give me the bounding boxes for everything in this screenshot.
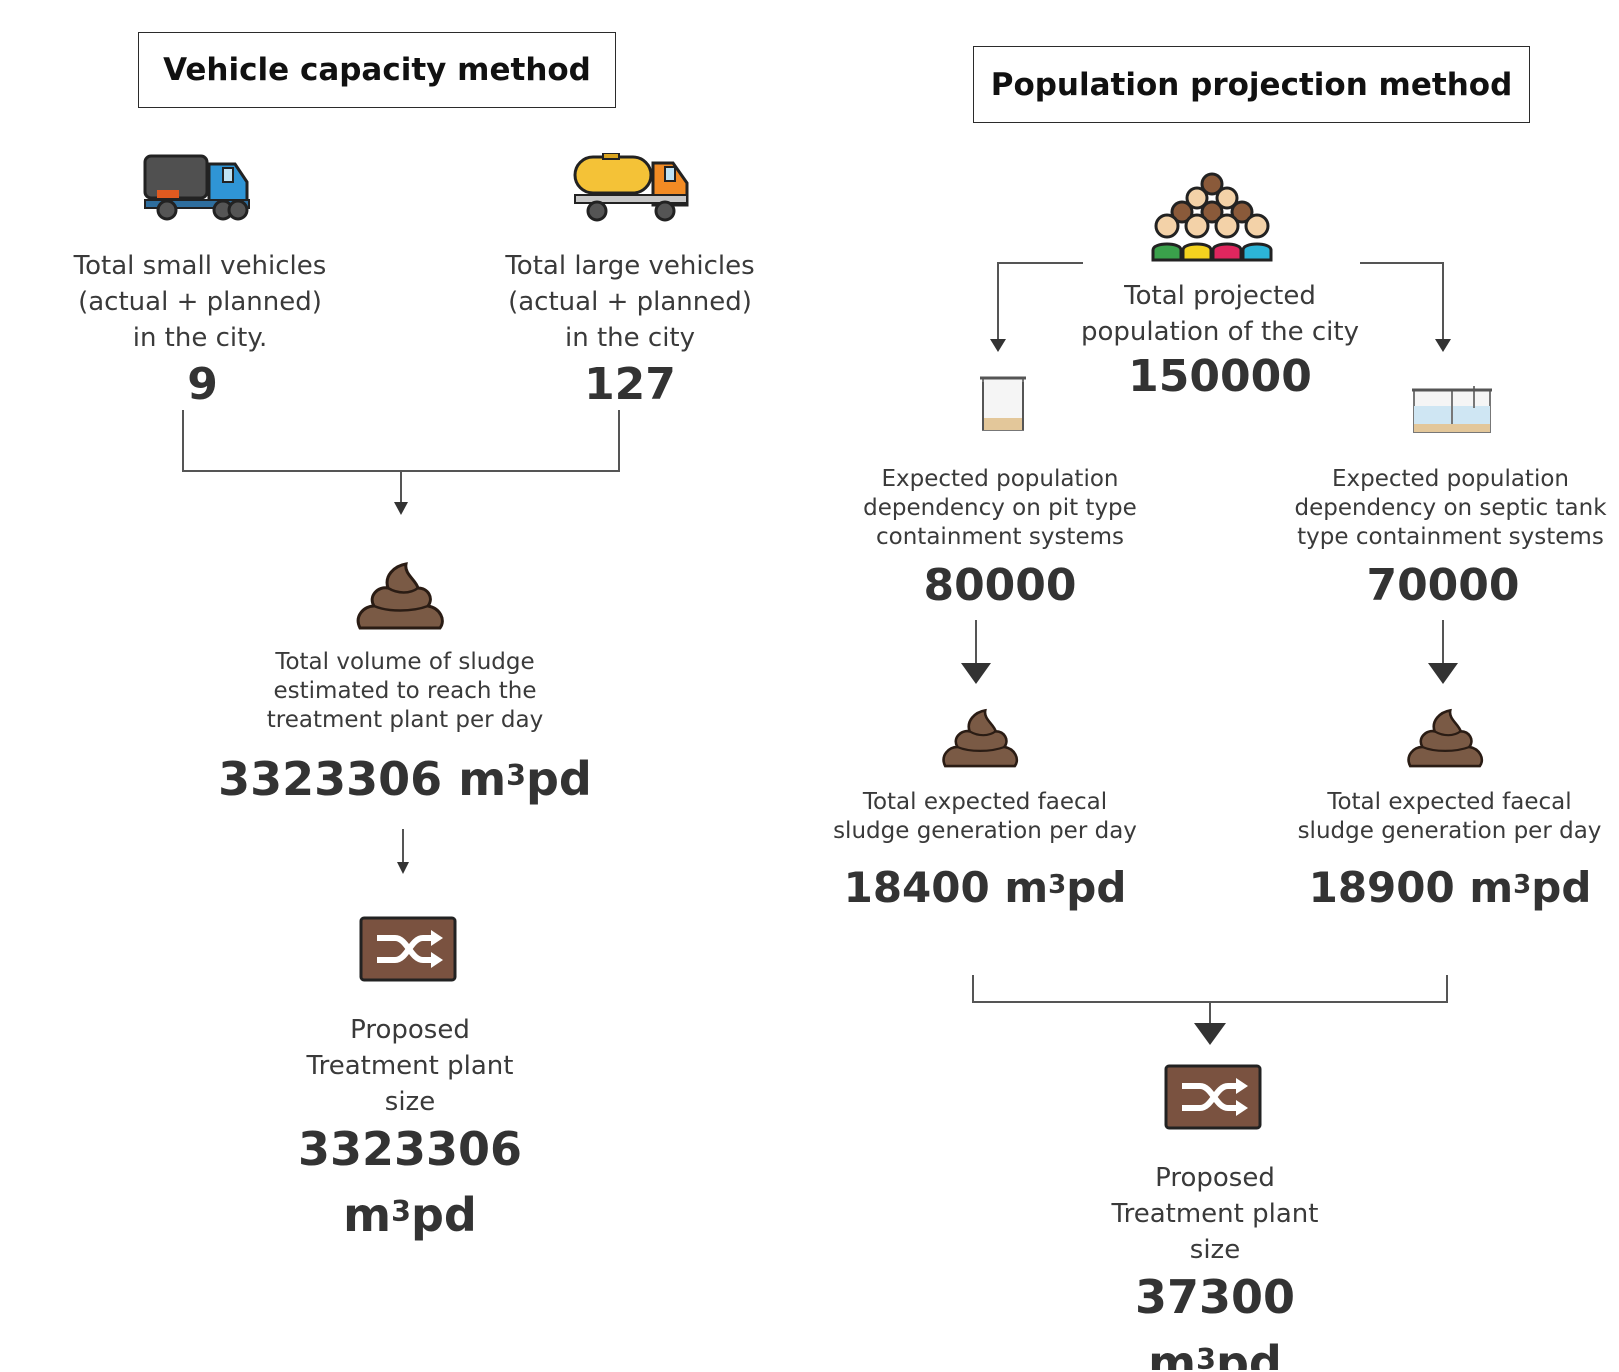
large-vehicles-line2: (actual + planned) [508,287,752,317]
arrow-head-pit [990,339,1006,352]
sludge-icon [356,562,444,630]
pit-sludge-unit-suffix: pd [1066,863,1127,912]
vehicle-plant-unit-suffix: pd [410,1188,477,1242]
tanker-truck-icon [573,153,689,222]
population-method-title-text: Population projection method [990,66,1513,103]
septic-sludge-unit: m [1469,863,1514,912]
pit-sludge-number: 18400 [843,863,990,912]
crowd-icon [1151,172,1273,262]
septic-sludge-unit-exp: 3 [1513,869,1532,900]
vehicle-plant-line1: Proposed [350,1015,470,1045]
sludge-icon [1407,708,1484,768]
septic-line1: Expected population [1331,466,1569,492]
population-line1: Total projected [1124,281,1316,311]
pit-line1: Expected population [881,466,1119,492]
vehicle-plant-unit: m3pd [260,1182,560,1248]
vehicle-method-title: Vehicle capacity method [138,32,616,108]
sludge-icon [942,708,1019,768]
vehicle-plant-unit-exp: 3 [391,1195,411,1229]
vehicle-plant-line3: size [384,1087,436,1117]
pit-sludge-value: 18400 m3pd [820,862,1150,914]
population-plant-label: Proposed Treatment plant size [1065,1160,1365,1268]
septic-sludge-line1: Total expected faecal [1327,789,1572,815]
pit-sludge-line2: sludge generation per day [833,818,1137,844]
population-value: 150000 [1128,351,1312,402]
population-plant-line2: Treatment plant [1111,1199,1319,1229]
population-left-branch [997,262,1083,343]
small-vehicles-connector [182,410,620,472]
population-line2: population of the city [1081,317,1359,347]
small-truck-icon [143,154,250,221]
treatment-plant-icon [359,916,457,982]
pit-value: 80000 [923,560,1077,611]
pit-sludge-line1: Total expected faecal [862,789,1108,815]
septic-sludge-unit-suffix: pd [1531,863,1592,912]
large-vehicles-line1: Total large vehicles [505,251,755,281]
population-plant-unit: m3pd [1065,1330,1365,1370]
sludge-volume-unit: m [458,752,507,806]
vehicle-plant-value: 3323306 m3pd [260,1116,560,1248]
septic-label: Expected population dependency on septic… [1282,465,1619,552]
vehicle-plant-line2: Treatment plant [306,1051,514,1081]
small-vehicles-label: Total small vehicles (actual + planned) … [40,248,360,356]
septic-sludge-number: 18900 [1308,863,1455,912]
pit-line3: containment systems [876,524,1124,550]
pit-label: Expected population dependency on pit ty… [835,465,1165,552]
small-vehicles-value: 9 [187,359,218,410]
population-plant-unit-suffix: pd [1215,1336,1282,1370]
arrow-head-septic-sludge [1428,663,1458,684]
population-plant-value: 37300 m3pd [1065,1264,1365,1370]
treatment-plant-icon [1164,1064,1262,1130]
arrow-head-sludge-plant [397,862,409,874]
population-label: Total projected population of the city [1060,278,1380,350]
population-plant-line1: Proposed [1155,1163,1275,1193]
septic-sludge-value: 18900 m3pd [1285,862,1615,914]
sludge-volume-label: Total volume of sludge estimated to reac… [240,648,570,735]
population-plant-number: 37300 [1134,1270,1296,1324]
sludge-volume-line1: Total volume of sludge [275,649,535,675]
pit-sludge-unit: m [1004,863,1049,912]
large-vehicles-label: Total large vehicles (actual + planned) … [470,248,790,356]
septic-value: 70000 [1366,560,1520,611]
sludge-volume-line2: estimated to reach the [273,678,537,704]
small-vehicles-line1: Total small vehicles [73,251,327,281]
arrow-head-merge [394,502,408,515]
sludge-volume-number: 3323306 [218,752,443,806]
septic-line3: type containment systems [1297,524,1604,550]
sludge-volume-line3: treatment plant per day [266,707,544,733]
sludge-merge-connector [972,975,1448,1003]
septic-sludge-label: Total expected faecal sludge generation … [1280,788,1619,846]
population-right-branch [1360,262,1444,343]
population-plant-line3: size [1189,1235,1241,1265]
vehicle-method-title-text: Vehicle capacity method [163,52,591,88]
septic-sludge-line2: sludge generation per day [1297,818,1602,844]
population-plant-unit-exp: 3 [1196,1343,1216,1370]
vehicle-plant-unit-base: m [343,1188,392,1242]
large-vehicles-line3: in the city [565,323,695,353]
pit-container-icon [980,376,1026,431]
population-method-title: Population projection method [973,46,1530,123]
pit-line2: dependency on pit type [863,495,1137,521]
pit-sludge-unit-exp: 3 [1048,869,1067,900]
sludge-volume-value: 3323306 m3pd [200,746,610,812]
septic-line2: dependency on septic tank [1294,495,1607,521]
vehicle-plant-label: Proposed Treatment plant size [260,1012,560,1120]
small-vehicles-line2: (actual + planned) [78,287,322,317]
arrow-head-pit-sludge [961,663,991,684]
vehicle-plant-number: 3323306 [297,1122,523,1176]
small-vehicles-line3: in the city. [132,323,268,353]
population-plant-unit-base: m [1148,1336,1197,1370]
sludge-volume-unit-exp: 3 [506,759,526,793]
pit-sludge-label: Total expected faecal sludge generation … [815,788,1155,846]
septic-tank-icon [1412,386,1492,433]
large-vehicles-value: 127 [584,359,676,410]
arrow-head-septic [1435,339,1451,352]
arrow-head-plant-merge [1194,1023,1226,1045]
sludge-volume-unit-suffix: pd [526,752,592,806]
